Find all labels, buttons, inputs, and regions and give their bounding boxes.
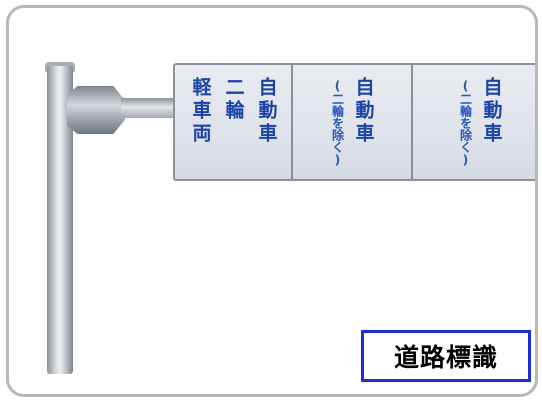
sign-arm (121, 98, 179, 118)
sign-text-motor-vehicles: 自動車 (255, 77, 278, 146)
sign-text-light-vehicles: 軽車両 (189, 77, 212, 146)
road-sign: 軽車両 二輪 自動車 (二輪を除く) 自動車 (二輪を除く) 自動車 (173, 63, 535, 181)
sign-panel-2: (二輪を除く) 自動車 (293, 65, 413, 179)
sign-panel-3: (二輪を除く) 自動車 (413, 65, 535, 179)
sign-text-motor-vehicles: 自動車 (352, 77, 375, 146)
sign-note-excluding-two-wheel: (二輪を除く) (458, 79, 473, 167)
pole-clamp (67, 86, 125, 134)
image-frame: 軽車両 二輪 自動車 (二輪を除く) 自動車 (二輪を除く) 自動車 道路標識 (6, 5, 538, 397)
sign-panel-1: 軽車両 二輪 自動車 (175, 65, 293, 179)
sign-text-motor-vehicles: 自動車 (480, 77, 503, 146)
caption-label-box: 道路標識 (361, 330, 531, 382)
sign-note-excluding-two-wheel: (二輪を除く) (330, 79, 345, 167)
caption-label: 道路標識 (393, 343, 498, 372)
sign-text-two-wheel: 二輪 (222, 77, 245, 123)
